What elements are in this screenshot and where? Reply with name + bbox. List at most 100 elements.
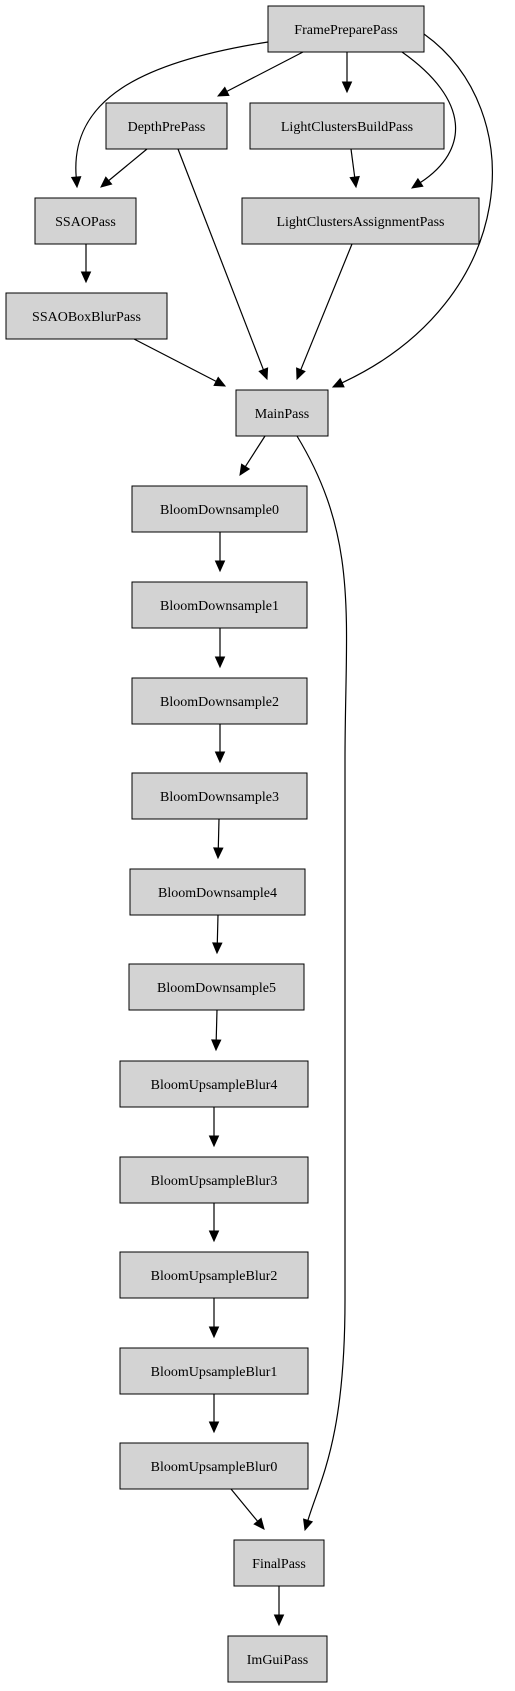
node-bloom-upsample-blur0: BloomUpsampleBlur0 bbox=[119, 1442, 309, 1490]
arrowhead-icon bbox=[273, 1614, 285, 1627]
arrowhead-icon bbox=[410, 177, 424, 189]
node-label: ImGuiPass bbox=[247, 1653, 308, 1668]
edge-bloom-downsample1-to-bloom-downsample2 bbox=[214, 628, 226, 669]
edge-line bbox=[108, 148, 148, 182]
node-box bbox=[241, 197, 480, 245]
node-bloom-downsample4: BloomDownsample4 bbox=[129, 868, 306, 916]
edge-line bbox=[226, 51, 304, 92]
node-label: LightClustersAssignmentPass bbox=[276, 215, 444, 230]
node-box bbox=[129, 868, 306, 916]
node-bloom-upsample-blur4: BloomUpsampleBlur4 bbox=[119, 1060, 309, 1108]
node-box bbox=[105, 102, 228, 150]
edge-line bbox=[177, 148, 264, 370]
arrowhead-icon bbox=[80, 271, 92, 284]
node-bloom-upsample-blur1: BloomUpsampleBlur1 bbox=[119, 1347, 309, 1395]
node-label: BloomDownsample5 bbox=[157, 981, 276, 996]
edge-bloom-downsample3-to-bloom-downsample4 bbox=[213, 818, 224, 860]
edge-bloom-downsample0-to-bloom-downsample1 bbox=[214, 532, 226, 573]
edge-line bbox=[296, 435, 348, 1521]
node-box bbox=[119, 1347, 309, 1395]
edge-bloom-upsample-blur3-to-bloom-upsample-blur2 bbox=[208, 1203, 220, 1243]
node-ssao-pass: SSAOPass bbox=[34, 197, 137, 245]
edge-line bbox=[75, 41, 269, 178]
node-bloom-downsample1: BloomDownsample1 bbox=[131, 581, 308, 629]
arrowhead-icon bbox=[213, 847, 224, 860]
arrowhead-icon bbox=[208, 1326, 220, 1339]
node-label: FramePreparePass bbox=[294, 23, 397, 38]
edge-line bbox=[244, 435, 266, 467]
node-label: BloomUpsampleBlur3 bbox=[151, 1174, 278, 1189]
edge-main-pass-to-bloom-downsample0 bbox=[239, 435, 266, 477]
node-bloom-downsample5: BloomDownsample5 bbox=[128, 963, 305, 1011]
node-box bbox=[131, 677, 308, 725]
edge-bloom-downsample2-to-bloom-downsample3 bbox=[214, 724, 226, 764]
node-label: MainPass bbox=[255, 407, 309, 422]
node-bloom-downsample0: BloomDownsample0 bbox=[131, 485, 308, 533]
edge-line bbox=[350, 148, 356, 178]
node-light-clusters-build-pass: LightClustersBuildPass bbox=[249, 102, 445, 150]
node-final-pass: FinalPass bbox=[233, 1539, 325, 1587]
edge-line bbox=[230, 1488, 259, 1522]
node-label: BloomUpsampleBlur1 bbox=[151, 1365, 278, 1380]
edge-frame-prepare-pass-to-light-clusters-build-pass bbox=[341, 52, 353, 94]
edge-line bbox=[300, 243, 353, 370]
arrowhead-icon bbox=[258, 367, 269, 381]
edge-ssao-box-blur-pass-to-main-pass bbox=[133, 338, 227, 387]
arrowhead-icon bbox=[239, 463, 251, 477]
node-light-clusters-assignment-pass: LightClustersAssignmentPass bbox=[241, 197, 480, 245]
edge-depth-pre-pass-to-ssao-pass bbox=[100, 148, 148, 188]
node-frame-prepare-pass: FramePreparePass bbox=[267, 5, 425, 53]
arrowhead-icon bbox=[211, 1039, 222, 1052]
edge-light-clusters-build-pass-to-light-clusters-assignment-pass bbox=[349, 148, 360, 189]
edge-line bbox=[133, 338, 217, 382]
arrowhead-icon bbox=[303, 1518, 314, 1532]
edge-depth-pre-pass-to-main-pass bbox=[177, 148, 269, 381]
edge-main-pass-to-final-pass bbox=[296, 435, 348, 1532]
node-label: LightClustersBuildPass bbox=[281, 120, 413, 135]
arrowhead-icon bbox=[216, 86, 230, 97]
edge-frame-prepare-pass-to-depth-pre-pass bbox=[216, 51, 304, 97]
edge-bloom-upsample-blur4-to-bloom-upsample-blur3 bbox=[208, 1107, 220, 1148]
edge-line bbox=[215, 1009, 218, 1041]
node-box bbox=[119, 1442, 309, 1490]
node-box bbox=[128, 963, 305, 1011]
edge-bloom-downsample4-to-bloom-downsample5 bbox=[212, 914, 223, 955]
node-ssao-box-blur-pass: SSAOBoxBlurPass bbox=[5, 292, 168, 340]
node-label: BloomDownsample3 bbox=[160, 790, 279, 805]
edge-line bbox=[401, 51, 456, 184]
edge-final-pass-to-im-gui-pass bbox=[273, 1586, 285, 1627]
arrowhead-icon bbox=[214, 751, 226, 764]
arrowhead-icon bbox=[208, 1421, 220, 1434]
edge-bloom-downsample5-to-bloom-upsample-blur4 bbox=[211, 1009, 222, 1052]
arrowhead-icon bbox=[212, 942, 223, 955]
node-main-pass: MainPass bbox=[235, 389, 329, 437]
node-label: SSAOBoxBlurPass bbox=[32, 310, 141, 325]
arrowhead-icon bbox=[214, 560, 226, 573]
node-box bbox=[131, 772, 308, 820]
node-box bbox=[119, 1060, 309, 1108]
edge-line bbox=[341, 33, 493, 384]
arrowhead-icon bbox=[208, 1230, 220, 1243]
arrowhead-icon bbox=[349, 175, 360, 189]
node-label: BloomDownsample0 bbox=[160, 503, 279, 518]
node-bloom-downsample2: BloomDownsample2 bbox=[131, 677, 308, 725]
node-box bbox=[34, 197, 137, 245]
node-bloom-upsample-blur3: BloomUpsampleBlur3 bbox=[119, 1156, 309, 1204]
arrowhead-icon bbox=[341, 81, 353, 94]
arrowhead-icon bbox=[296, 367, 306, 381]
edge-light-clusters-assignment-pass-to-main-pass bbox=[296, 243, 353, 381]
arrowhead-icon bbox=[331, 377, 345, 388]
edges-layer bbox=[70, 33, 493, 1627]
edge-bloom-upsample-blur2-to-bloom-upsample-blur1 bbox=[208, 1298, 220, 1339]
edge-line bbox=[217, 818, 220, 849]
node-label: BloomUpsampleBlur0 bbox=[151, 1460, 278, 1475]
edge-line bbox=[216, 914, 219, 944]
edge-frame-prepare-pass-to-light-clusters-assignment-pass bbox=[401, 51, 456, 189]
node-label: BloomDownsample2 bbox=[160, 695, 279, 710]
node-label: SSAOPass bbox=[55, 215, 116, 230]
node-label: FinalPass bbox=[252, 1557, 306, 1572]
edge-bloom-upsample-blur0-to-final-pass bbox=[230, 1488, 265, 1530]
node-box bbox=[235, 389, 329, 437]
